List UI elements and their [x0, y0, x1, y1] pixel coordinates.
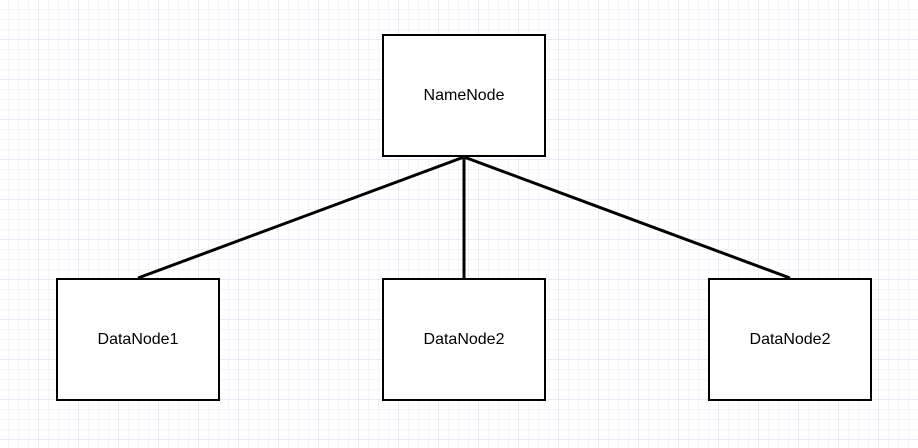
datanode2-label: DataNode2 [423, 330, 505, 348]
namenode-label: NameNode [423, 86, 505, 104]
datanode3-label: DataNode2 [749, 330, 831, 348]
namenode-box[interactable]: NameNode [382, 34, 546, 157]
datanode2-box[interactable]: DataNode2 [382, 278, 546, 401]
edge-namenode-datanode3 [463, 155, 791, 280]
datanode1-box[interactable]: DataNode1 [56, 278, 220, 401]
datanode1-label: DataNode1 [97, 330, 179, 348]
edge-namenode-datanode1 [137, 155, 465, 280]
datanode3-box[interactable]: DataNode2 [708, 278, 872, 401]
